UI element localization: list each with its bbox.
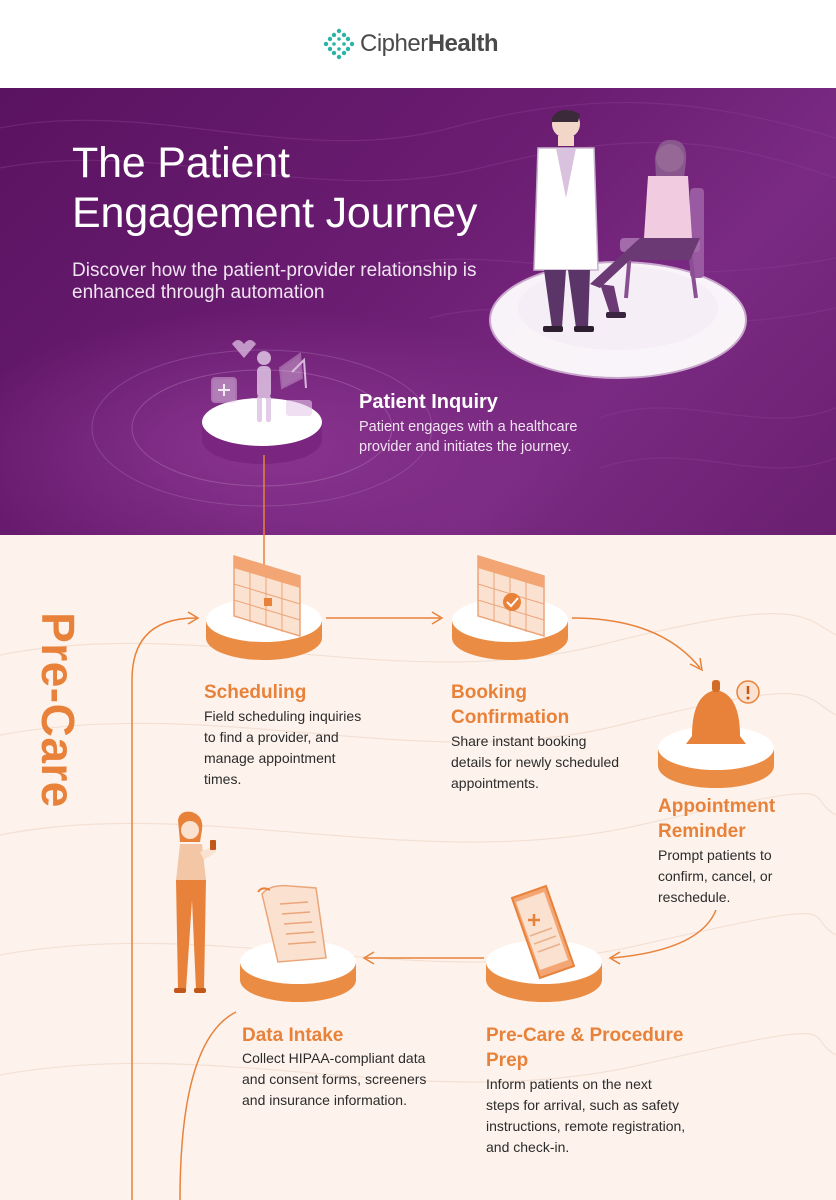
patient-inquiry-title: Patient Inquiry [359, 391, 498, 413]
patient-inquiry-description: Patient engages with a healthcare provid… [359, 419, 578, 455]
cross-dots-logo-icon [323, 28, 355, 60]
step-data-intake-description: Collect HIPAA-compliant data and consent… [242, 1050, 427, 1108]
header: CipherHealth [0, 0, 836, 88]
step-data-intake-title: Data Intake [242, 1025, 344, 1046]
cipherhealth-logo[interactable]: CipherHealth [322, 28, 499, 60]
step-reminder-description: Prompt patients to confirm, cancel, or r… [658, 847, 773, 905]
step-scheduling-description: Field scheduling inquiries to find a pro… [204, 708, 362, 787]
logo-wordmark: CipherHealth [360, 30, 499, 58]
patient-inquiry-platform [91, 340, 433, 507]
logo-word-health: Health [427, 30, 499, 57]
step-reminder-title: Appointment Reminder [658, 796, 776, 842]
pre-care-label-text: Pre-Care [32, 612, 84, 808]
page-subtitle: Discover how the patient-provider relati… [72, 260, 477, 303]
page-title: The Patient Engagement Journey [72, 139, 478, 237]
hero-banner: The Patient Engagement Journey Discover … [0, 88, 836, 535]
step-booking-description: Share instant booking details for newly … [451, 733, 620, 791]
step-prep-description: Inform patients on the next steps for ar… [486, 1076, 686, 1155]
patient-figure [590, 139, 704, 318]
pre-care-section-label: Pre-Care [18, 590, 98, 830]
doctor-figure [533, 109, 599, 332]
step-prep-title: Pre-Care & Procedure Prep [486, 1025, 684, 1071]
step-scheduling-title: Scheduling [204, 682, 307, 703]
logo-word-cipher: Cipher [360, 30, 428, 57]
step-booking-title: Booking Confirmation [451, 682, 570, 728]
hero-illustration [0, 101, 836, 507]
